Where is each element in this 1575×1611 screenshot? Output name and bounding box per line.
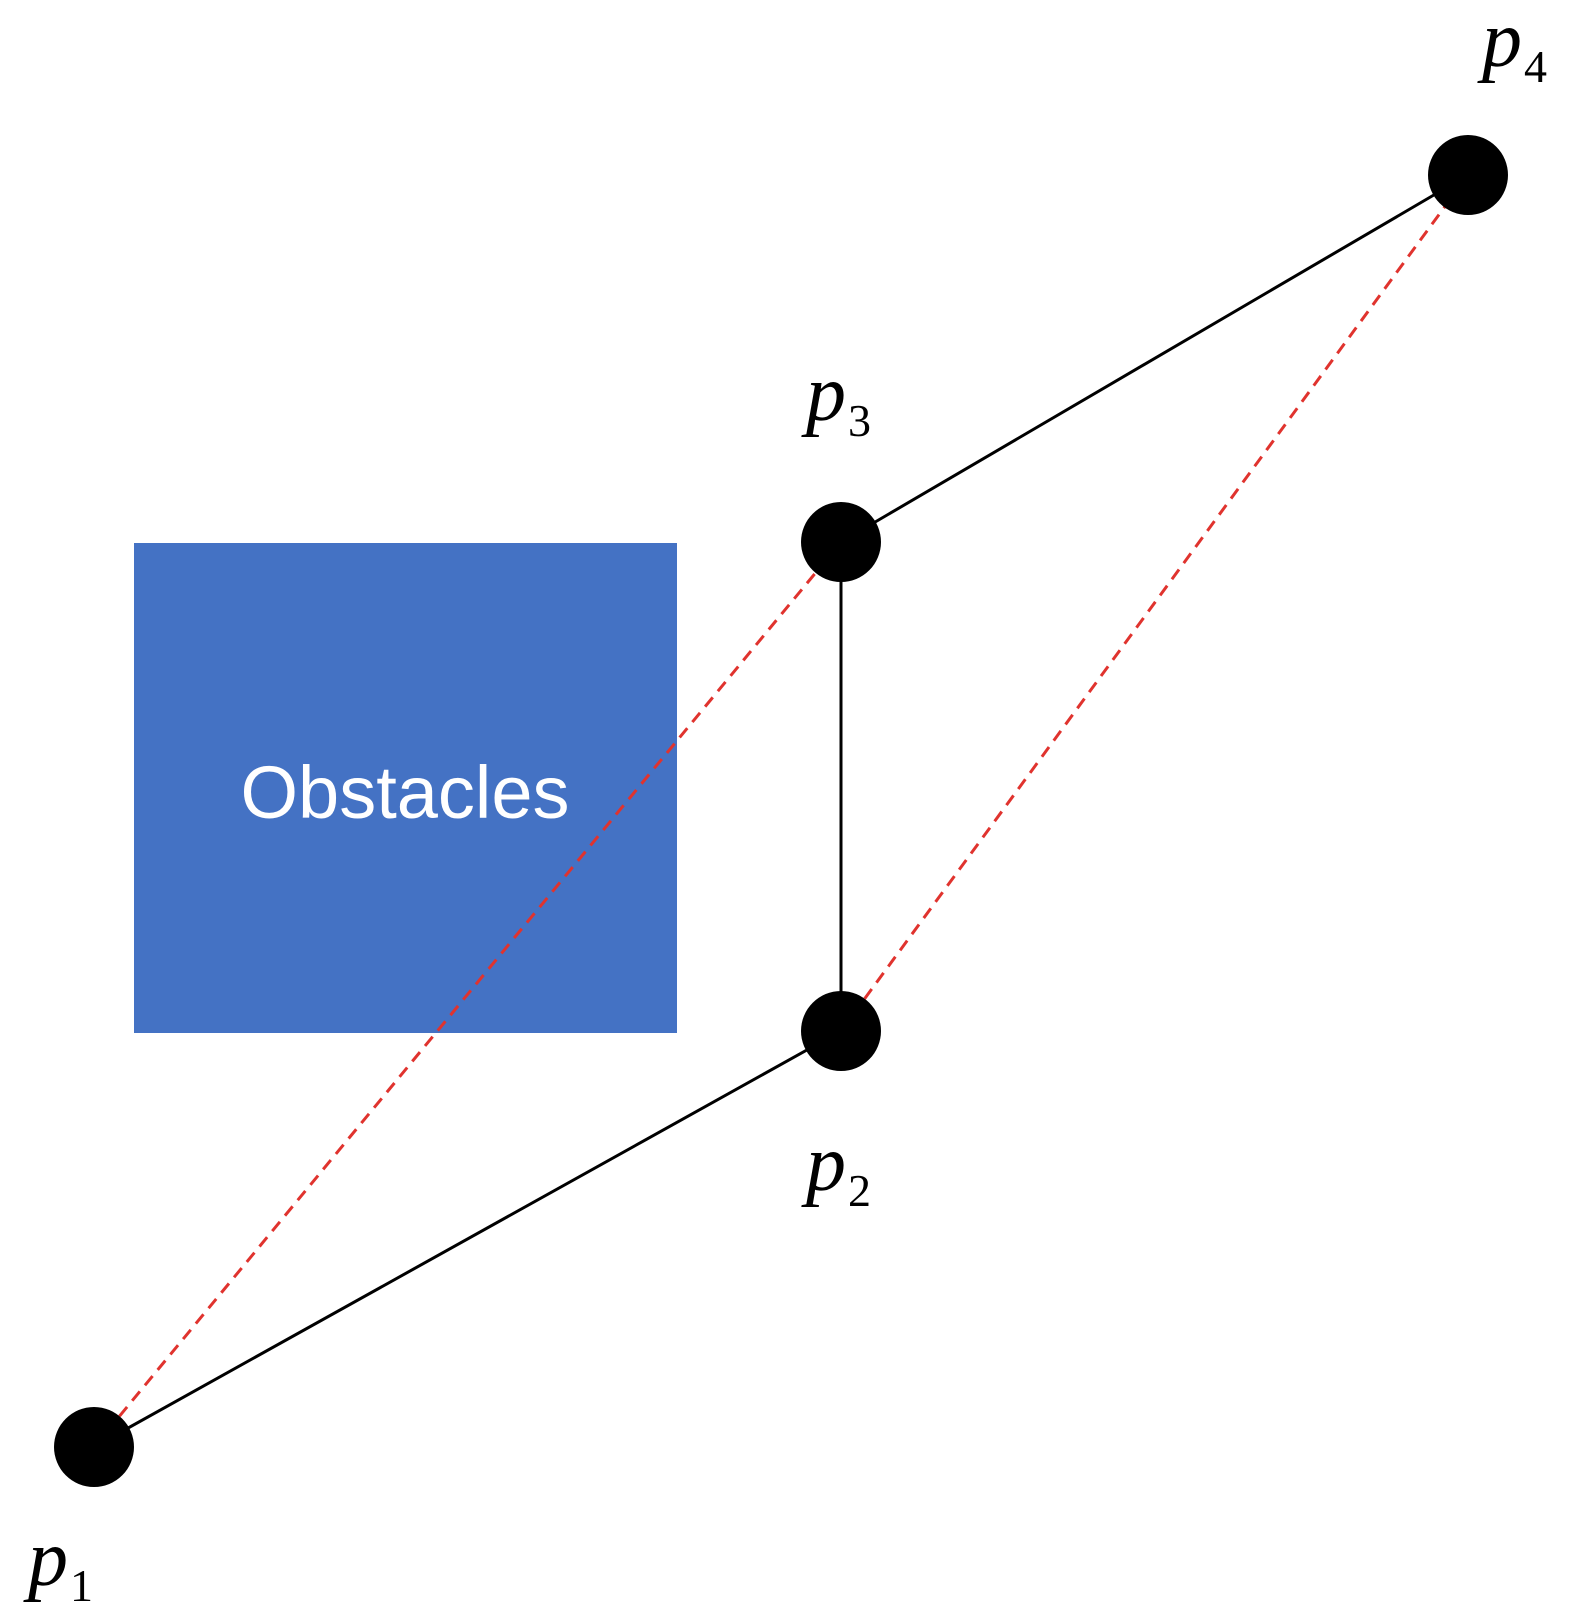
path-segment-p1-p2 [93,1029,842,1449]
label-p3: p3 [801,350,871,446]
label-p1-sub: 1 [70,1560,93,1611]
label-p3-sub: 3 [848,395,871,446]
path-segment-p3-p4 [840,173,1469,544]
label-p2: p2 [801,1120,871,1216]
shortcut-p1-p3 [92,541,843,1448]
label-p4-sub: 4 [1524,41,1547,92]
label-p3-base: p [801,350,846,438]
label-p4-base: p [1477,0,1522,84]
node-p1 [54,1407,134,1487]
label-p2-sub: 2 [848,1165,871,1216]
shortcut-p2-p4 [839,174,1470,1032]
label-p1-base: p [23,1515,68,1603]
node-p4 [1428,135,1508,215]
node-p3 [801,502,881,582]
label-p1: p1 [23,1515,93,1611]
label-p2-base: p [801,1120,846,1208]
obstacle-block [134,543,677,1033]
obstacle-label: Obstacles [240,751,569,834]
label-p4: p4 [1477,0,1547,92]
node-p2 [801,991,881,1071]
